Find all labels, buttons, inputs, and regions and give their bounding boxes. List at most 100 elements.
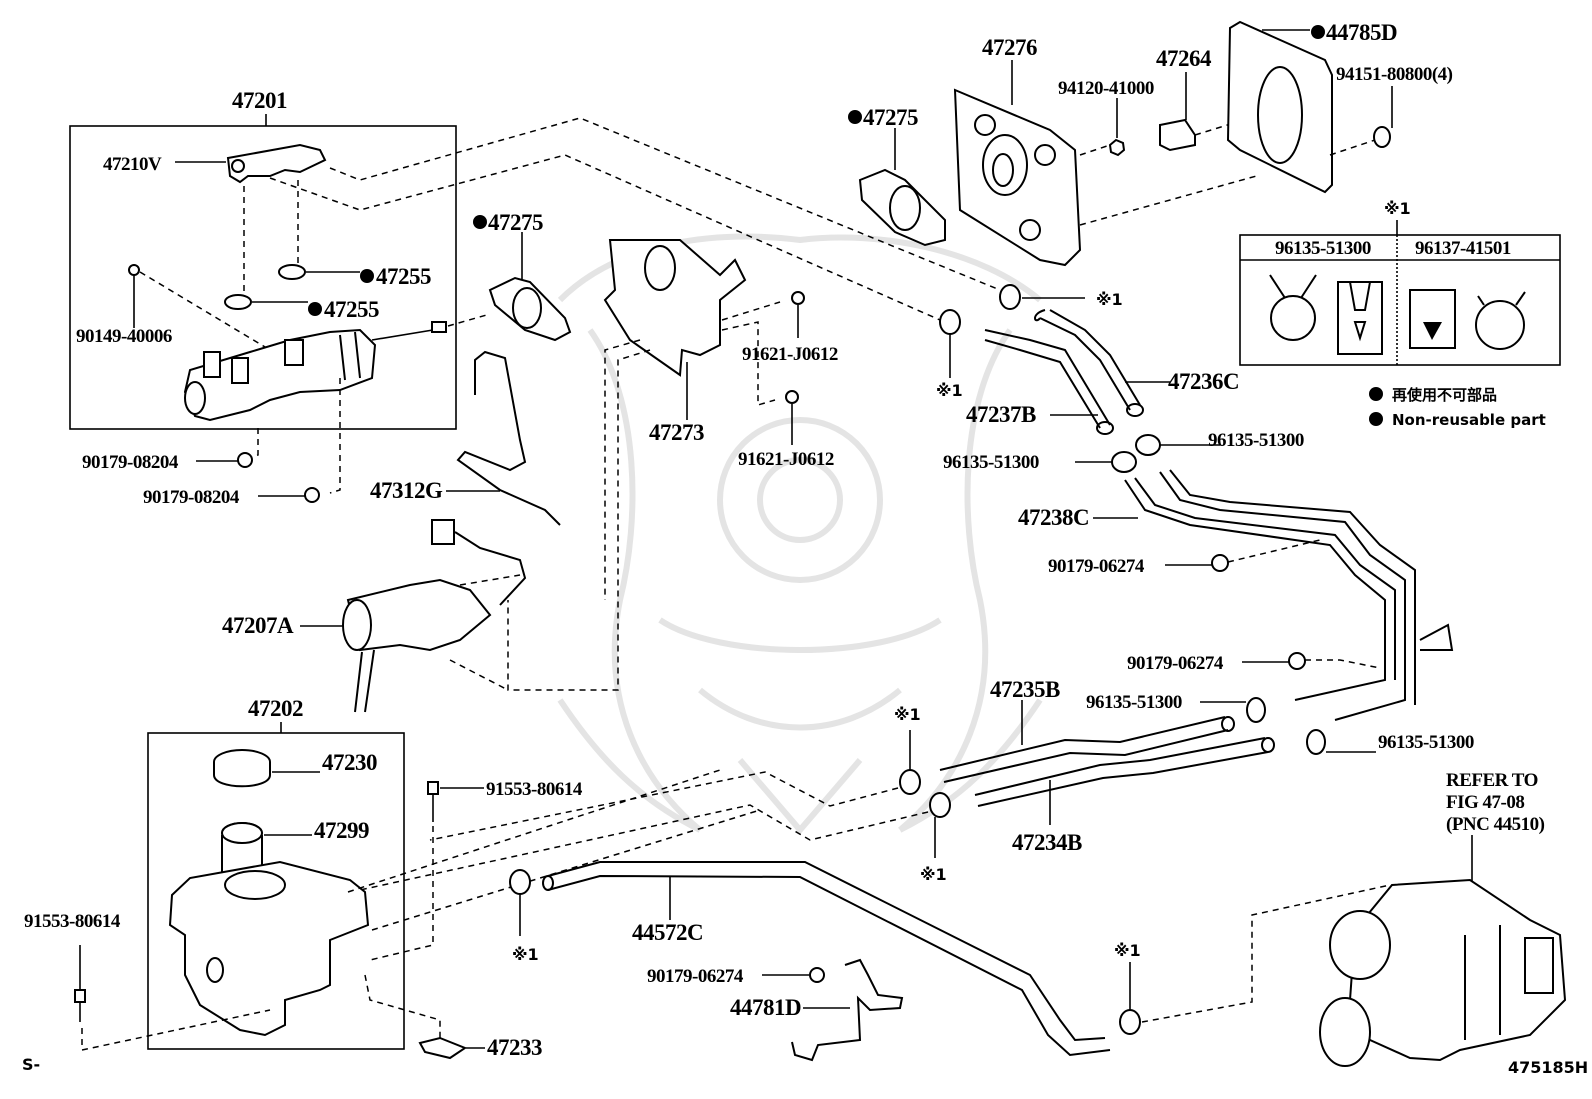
part-47255-grommet-icon[interactable]: [278, 264, 306, 280]
part-47273-bracket-icon[interactable]: [603, 239, 747, 377]
abs-actuator-group: REFER TO FIG 47-08 (PNC 44510): [1319, 770, 1567, 1067]
part-91621-bolt-icon[interactable]: [791, 291, 805, 305]
callout-91621-J0612[interactable]: 91621-J0612: [742, 344, 838, 365]
callout-47201[interactable]: 47201: [232, 88, 288, 113]
part-44572C-hose-icon[interactable]: [547, 861, 1111, 1057]
part-47264-clip-icon[interactable]: [1159, 118, 1196, 152]
callout-96135-51300[interactable]: 96135-51300: [1086, 692, 1182, 713]
callout-47255[interactable]: 47255: [376, 264, 432, 289]
part-94120-nut-icon[interactable]: [1108, 138, 1126, 157]
part-91621-bolt-icon[interactable]: [785, 390, 799, 404]
clip-mark: ※1: [1114, 941, 1141, 960]
callout-47299[interactable]: 47299: [314, 818, 370, 843]
callout-47275[interactable]: 47275: [488, 210, 544, 235]
callout-94151-80800-4[interactable]: 94151-80800(4): [1336, 64, 1453, 85]
reservoir-group: 47202 47230 47299: [147, 696, 761, 1050]
hose-44572C: ※1 44572C ※1: [509, 861, 1391, 1057]
callout-44781D[interactable]: 44781D: [730, 995, 802, 1020]
callout-47235B[interactable]: 47235B: [990, 677, 1061, 702]
part-47230-cap-icon[interactable]: [213, 749, 271, 788]
bracket-47233: 47233: [364, 974, 543, 1060]
callout-90179-08204[interactable]: 90179-08204: [82, 452, 179, 473]
part-47312G-tube-icon[interactable]: [456, 350, 561, 526]
callout-47202[interactable]: 47202: [248, 696, 304, 721]
brake-tube-47312G: 47312G: [370, 350, 561, 526]
part-90179-06274-nut-icon[interactable]: [1211, 554, 1229, 572]
part-91553-bolt-icon[interactable]: [74, 989, 86, 1003]
corner-mark: S-: [22, 1055, 40, 1074]
part-90179-06274-nut-icon[interactable]: [809, 967, 825, 983]
hose-clip-icon[interactable]: [899, 769, 921, 795]
callout-96135-51300[interactable]: 96135-51300: [943, 452, 1039, 473]
hose-clip-icon[interactable]: [509, 869, 531, 895]
part-90179-08204-nut-icon[interactable]: [304, 487, 320, 503]
hoses-middle: 47235B 47234B ※1 ※1: [359, 677, 1275, 891]
callout-90179-06274[interactable]: 90179-06274: [1048, 556, 1145, 577]
callout-47210V[interactable]: 47210V: [103, 154, 163, 175]
callout-96135-51300[interactable]: 96135-51300: [1208, 430, 1304, 451]
part-reservoir-tank-icon[interactable]: [168, 860, 370, 1037]
hose-clip-icon[interactable]: [1111, 451, 1137, 473]
nut-group-08204: 90179-08204 90179-08204: [82, 378, 341, 508]
part-90179-08204-nut-icon[interactable]: [237, 452, 253, 468]
hose-clip-icon[interactable]: [1306, 729, 1326, 755]
legend-en: Non-reusable part: [1392, 411, 1546, 429]
callout-91621-J0612[interactable]: 91621-J0612: [738, 449, 834, 470]
hose-clip-icon[interactable]: [1119, 1009, 1141, 1035]
callout-47234B[interactable]: 47234B: [1012, 830, 1083, 855]
callout-91553-80614[interactable]: 91553-80614: [24, 911, 121, 932]
part-47236C-hose-icon[interactable]: [1034, 309, 1141, 411]
gasket-44785D: 44785D: [1226, 20, 1398, 194]
hose-clip-icon[interactable]: [939, 309, 961, 335]
hose-clip-icon[interactable]: [999, 284, 1021, 310]
hose-clip-icon[interactable]: [929, 792, 951, 818]
plate-47276: 47276: [953, 35, 1261, 267]
part-47255-grommet-icon[interactable]: [224, 294, 252, 310]
part-47275-gasket-icon[interactable]: [858, 168, 946, 247]
part-abs-actuator-icon[interactable]: [1319, 878, 1567, 1067]
callout-47275[interactable]: 47275: [863, 105, 919, 130]
part-47233-bracket-icon[interactable]: [418, 1036, 468, 1060]
part-47237B-hose-icon[interactable]: [984, 329, 1111, 429]
part-90149-screw-icon[interactable]: [128, 264, 140, 276]
refer-note-line3: (PNC 44510): [1446, 814, 1545, 835]
callout-91553-80614[interactable]: 91553-80614: [486, 779, 583, 800]
part-master-cylinder-icon[interactable]: [183, 313, 491, 422]
part-47235B-hose-icon[interactable]: [939, 716, 1229, 783]
part-44785D-gasket-icon[interactable]: [1226, 20, 1333, 194]
part-47234B-hose-icon[interactable]: [974, 737, 1269, 807]
part-91553-bolt-icon[interactable]: [427, 781, 439, 795]
callout-47276[interactable]: 47276: [982, 35, 1038, 60]
callout-47236C[interactable]: 47236C: [1168, 369, 1240, 394]
callout-47255[interactable]: 47255: [324, 297, 380, 322]
part-47238C-tube-icon[interactable]: [1124, 479, 1386, 701]
callout-90179-06274[interactable]: 90179-06274: [1127, 653, 1224, 674]
callout-47237B[interactable]: 47237B: [966, 402, 1037, 427]
part-47210V-icon[interactable]: [226, 143, 327, 184]
part-94151-nut-icon[interactable]: [1373, 126, 1391, 148]
part-47207A-sensor-icon[interactable]: [346, 578, 492, 652]
callout-94120-41000[interactable]: 94120-41000: [1058, 78, 1154, 99]
clip-table-header-96137: 96137-41501: [1415, 238, 1511, 259]
hose-clip-icon[interactable]: [1246, 697, 1266, 723]
callout-90149-40006[interactable]: 90149-40006: [76, 326, 172, 347]
callout-90179-08204[interactable]: 90179-08204: [143, 487, 240, 508]
callout-47207A[interactable]: 47207A: [222, 613, 295, 638]
part-47275-gasket-icon[interactable]: [488, 276, 572, 342]
callout-47273[interactable]: 47273: [649, 420, 705, 445]
callout-47233[interactable]: 47233: [487, 1035, 543, 1060]
legend-jp: 再使用不可部品: [1392, 386, 1497, 404]
part-90179-06274-nut-icon[interactable]: [1288, 652, 1306, 670]
callout-47264[interactable]: 47264: [1156, 46, 1213, 71]
callout-90179-06274[interactable]: 90179-06274: [647, 966, 744, 987]
callout-47230[interactable]: 47230: [322, 750, 378, 775]
part-47276-plate-icon[interactable]: [953, 88, 1082, 267]
part-connector-icon[interactable]: [431, 519, 455, 545]
callout-44572C[interactable]: 44572C: [632, 920, 704, 945]
callout-47312G[interactable]: 47312G: [370, 478, 444, 503]
callout-96135-51300[interactable]: 96135-51300: [1378, 732, 1474, 753]
callout-47238C[interactable]: 47238C: [1018, 505, 1090, 530]
callout-44785D[interactable]: 44785D: [1326, 20, 1398, 45]
hose-clip-icon[interactable]: [1135, 434, 1161, 456]
part-44781D-bracket-icon[interactable]: [791, 958, 904, 1062]
